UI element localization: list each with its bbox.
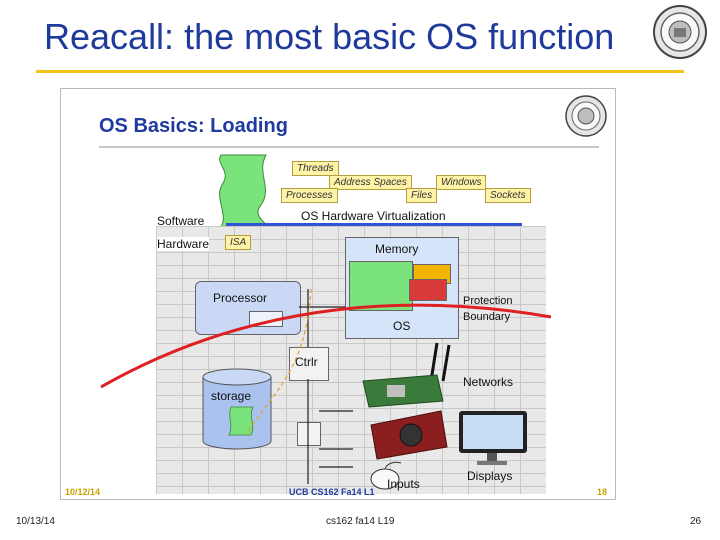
university-seal-icon bbox=[653, 5, 707, 59]
software-label: Software bbox=[157, 214, 205, 228]
os-label: OS bbox=[393, 319, 411, 333]
device-controller-box bbox=[297, 422, 321, 446]
processor-label: Processor bbox=[213, 291, 268, 305]
inputs-label: Inputs bbox=[387, 477, 420, 491]
tag-windows: Windows bbox=[436, 175, 487, 190]
graphics-card-icon bbox=[370, 410, 448, 460]
tag-files: Files bbox=[406, 188, 438, 203]
slide-title: Reacall: the most basic OS function bbox=[44, 16, 615, 57]
tag-sockets: Sockets bbox=[485, 188, 531, 203]
virtualization-label: OS Hardware Virtualization bbox=[301, 209, 446, 223]
memory-label: Memory bbox=[375, 242, 419, 256]
inner-footer-course: UCB CS162 Fa14 L1 bbox=[289, 487, 375, 497]
diagram-title: OS Basics: Loading bbox=[99, 115, 288, 137]
ctrlr-box bbox=[289, 347, 329, 381]
inner-footer-page: 18 bbox=[597, 487, 608, 497]
title-underline bbox=[36, 70, 684, 73]
tag-threads: Threads bbox=[292, 161, 339, 176]
networks-label: Networks bbox=[463, 375, 514, 389]
displays-label: Displays bbox=[467, 469, 513, 483]
protection-label: Protection Boundary bbox=[463, 295, 513, 323]
tag-address-spaces: Address Spaces bbox=[329, 175, 412, 190]
footer-course: cs162 fa14 L19 bbox=[326, 516, 395, 527]
hardware-label: Hardware bbox=[157, 237, 210, 251]
inner-footer-date: 10/12/14 bbox=[65, 487, 101, 497]
storage-cylinder bbox=[202, 368, 272, 450]
university-seal-icon bbox=[565, 95, 607, 137]
mouse-icon bbox=[370, 461, 402, 490]
monitor-icon bbox=[459, 411, 527, 465]
embedded-slide: OS Basics: Loading Threads Address Space… bbox=[60, 88, 616, 500]
network-card-icon bbox=[362, 342, 451, 408]
ctrlr-label: Ctrlr bbox=[295, 355, 318, 369]
memory-red-block bbox=[409, 279, 447, 301]
bus-lines bbox=[100, 288, 552, 484]
diagram-title-rule bbox=[99, 146, 599, 148]
footer-date: 10/13/14 bbox=[16, 516, 55, 527]
tag-processes: Processes bbox=[281, 188, 338, 203]
storage-label: storage bbox=[211, 389, 252, 403]
memory-green-block bbox=[349, 261, 413, 311]
isa-tag: ISA bbox=[225, 235, 252, 250]
footer-page-number: 26 bbox=[690, 516, 702, 527]
